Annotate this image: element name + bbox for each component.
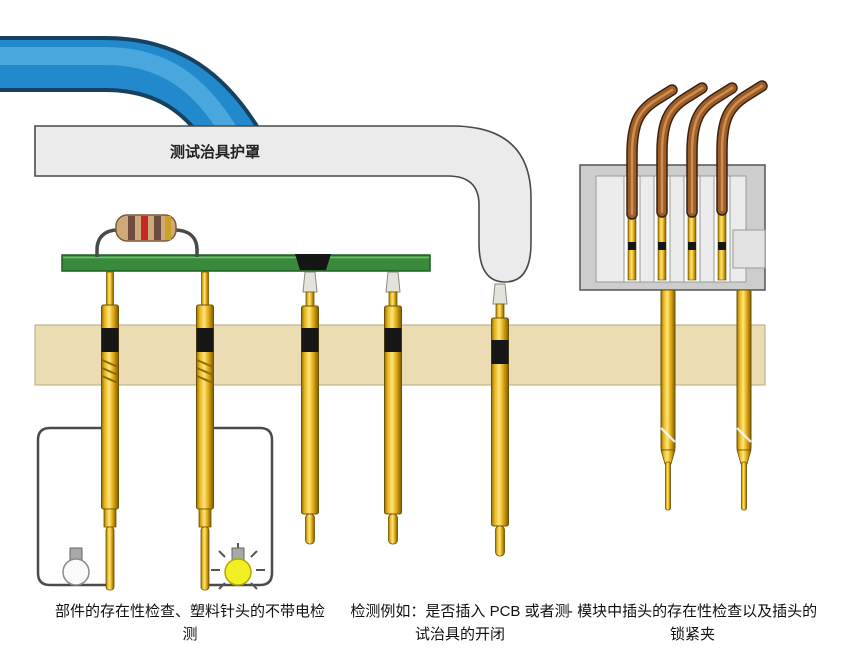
bulb-on: [224, 547, 252, 586]
test-probe-3: [301, 271, 319, 545]
connector-module: [579, 164, 766, 291]
wire-loop-left: [36, 426, 110, 587]
module-probe-1: [659, 288, 677, 512]
pcb-board: [61, 254, 431, 272]
caption-left: 部件的存在性检查、塑料针头的不带电检测: [55, 603, 326, 644]
wire-loop-right: [205, 426, 274, 590]
test-probe-4: [384, 271, 402, 545]
caption-right: - 模块中插头的存在性检查以及插头的锁紧夹: [567, 603, 818, 644]
module-probe-2: [735, 288, 753, 512]
bulb-off: [62, 547, 90, 586]
resistor: [95, 214, 199, 257]
test-probe-1: [100, 271, 120, 591]
capacitor-component: [295, 254, 331, 270]
shield-label: 测试治具护罩: [169, 144, 260, 161]
test-probe-5: [491, 283, 509, 557]
test-probe-2: [195, 271, 215, 591]
caption-middle: 检测例如：是否插入 PCB 或者测试治具的开闭: [350, 603, 570, 644]
fixture-shield: [34, 125, 532, 283]
